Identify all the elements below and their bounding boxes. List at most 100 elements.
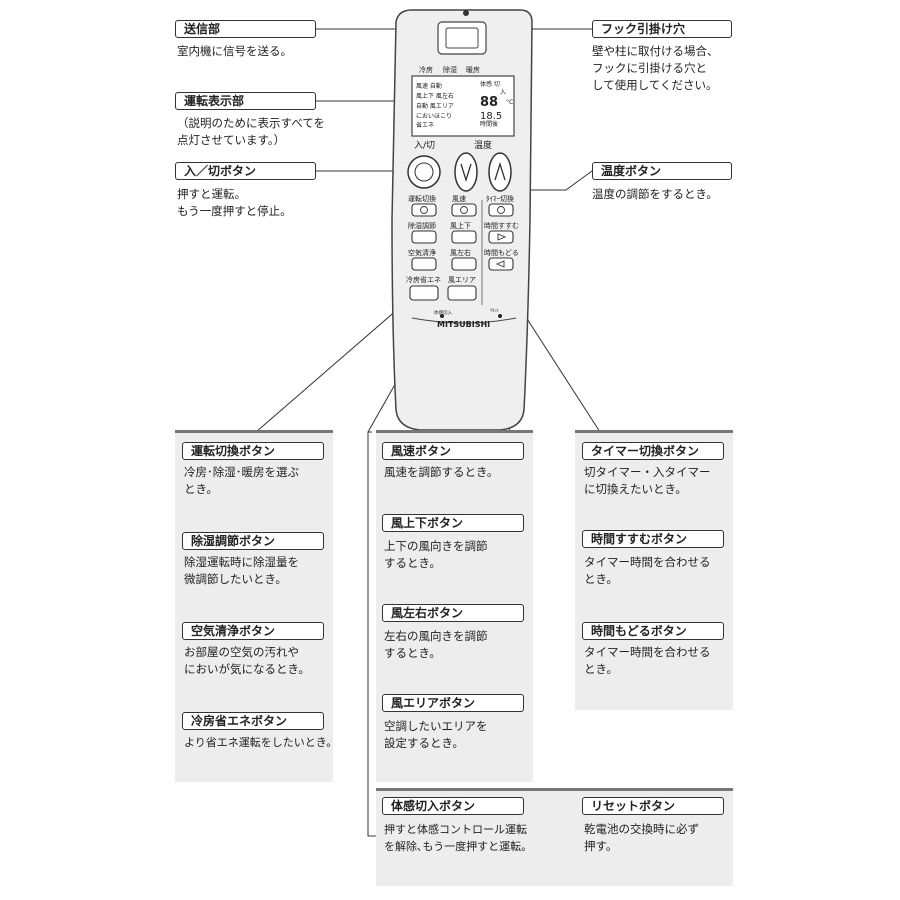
fanspeed-button[interactable] [451, 203, 477, 217]
btn-label-dehumid: 除湿調節 [408, 221, 436, 230]
temp-up-button[interactable] [488, 152, 512, 192]
desc-line: に切換えたいとき。 [584, 482, 687, 496]
desc-fanspeed: 風速を調節するとき。 [384, 464, 498, 481]
leader-sensor-a [367, 431, 378, 837]
label-vane-lr: 風左右ボタン [382, 604, 524, 622]
label-power: 入／切ボタン [175, 162, 316, 180]
btn-label-vane-lr: 風左右 [450, 248, 471, 257]
btn-label-fanspeed: 風速 [452, 195, 466, 203]
label-wind-area: 風エリアボタン [382, 694, 524, 712]
btn-label-timer: ﾀｲﾏｰ切換 [486, 194, 514, 203]
lcd-r3: °C [506, 99, 513, 106]
label-timer-switch: タイマー切換ボタン [582, 442, 724, 460]
lcd-l1: 風速 自動 [416, 82, 442, 90]
label-dehumid: 除湿調節ボタン [182, 532, 324, 550]
desc-power: 押すと運転。 もう一度押すと停止。 [177, 186, 292, 220]
desc-eco-cool: より省エネ運転をしたいとき。 [184, 734, 337, 751]
temp-down-button[interactable] [454, 152, 478, 192]
desc-line: より省エネ運転をしたいとき。 [184, 736, 338, 749]
time-fwd-button[interactable] [488, 230, 514, 244]
btn-label-airclean: 空気清浄 [408, 248, 436, 257]
desc-dehumid: 除湿運転時に除湿量を 微調節したいとき。 [184, 554, 299, 588]
desc-line: 押す。 [584, 839, 618, 853]
label-hook: フック引掛け穴 [592, 20, 732, 38]
vane-ud-button[interactable] [451, 230, 477, 244]
desc-mode-switch: 冷房･除湿･暖房を選ぶ とき。 [184, 464, 299, 498]
desc-line: 除湿運転時に除湿量を [184, 555, 299, 569]
desc-display: （説明のために表示すべてを 点灯させています。） [177, 115, 325, 149]
desc-line: 乾電池の交換時に必ず [584, 822, 699, 836]
desc-line: 微調節したいとき。 [184, 572, 287, 586]
desc-line: お部屋の空気の汚れや [184, 645, 299, 659]
label-fanspeed: 風速ボタン [382, 442, 524, 460]
desc-line: 空調したいエリアを [384, 719, 488, 733]
temp-label: 温度 [474, 139, 492, 151]
label-sensor: 体感切入ボタン [382, 797, 524, 815]
power-button[interactable] [407, 155, 441, 189]
vane-lr-button[interactable] [451, 257, 477, 271]
mode-labels: 冷房 除湿 暖房 [419, 65, 480, 74]
power-button-ring [414, 162, 434, 182]
btn-label-vane-ud: 風上下 [450, 221, 471, 230]
label-airclean: 空気清浄ボタン [182, 622, 324, 640]
lcd-segments: 風速 自動 風上下 風左右 自動 風エリア においほこり 省エネ 体感 切 入 … [416, 80, 513, 129]
desc-temp: 温度の調節をするとき。 [592, 186, 718, 203]
temp-down-icon [460, 163, 472, 183]
label-eco-cool: 冷房省エネボタン [182, 712, 324, 730]
hook-hole-inner [445, 27, 479, 49]
desc-line: 冷房･除湿･暖房を選ぶ [184, 465, 299, 479]
desc-line: 上下の風向きを調節 [384, 539, 488, 553]
desc-line: を解除､もう一度押すと運転。 [384, 840, 533, 853]
lcd-r2: 入 [500, 89, 506, 96]
play-right-icon [497, 233, 507, 241]
btn-label-time-fwd: 時間すすむ [484, 222, 519, 230]
label-display: 運転表示部 [175, 92, 316, 110]
sensor-button[interactable] [440, 314, 444, 318]
eco-cool-button[interactable] [409, 285, 439, 301]
label-vane-ud: 風上下ボタン [382, 514, 524, 532]
desc-vane-ud: 上下の風向きを調節 するとき。 [384, 538, 488, 572]
label-reset: リセットボタン [582, 797, 724, 815]
lcd-r4: 時間後 [480, 120, 498, 128]
label-temp: 温度ボタン [592, 162, 732, 180]
mode-icon [420, 206, 428, 214]
panel-right [575, 430, 733, 710]
hook-hole [437, 21, 487, 55]
desc-line: 切タイマー・入タイマー [584, 465, 711, 479]
desc-line: 温度の調節をするとき。 [592, 187, 718, 201]
desc-line: タイマー時間を合わせる [584, 645, 711, 659]
desc-line: フックに引掛ける穴と [592, 61, 707, 75]
wind-area-button[interactable] [447, 285, 477, 301]
btn-label-eco: 冷房省エネ [406, 275, 441, 284]
desc-line: 風速を調節するとき。 [384, 465, 499, 479]
reset-small-label: ﾘｾｯﾄ [490, 308, 499, 314]
temp-up-icon [494, 161, 506, 181]
desc-line: 設定するとき。 [384, 736, 464, 750]
dehumid-button[interactable] [411, 230, 437, 244]
desc-transmitter: 室内機に信号を送る。 [177, 43, 292, 60]
lcd-time: 18.5 [480, 111, 502, 122]
desc-sensor: 押すと体感コントロール運転 を解除､もう一度押すと運転。 [384, 821, 532, 855]
mode-label-heat: 暖房 [466, 65, 480, 74]
mode-button[interactable] [411, 203, 437, 217]
desc-time-fwd: タイマー時間を合わせる とき。 [584, 554, 711, 588]
desc-line: もう一度押すと停止。 [177, 204, 292, 218]
label-mode-switch: 運転切換ボタン [182, 442, 324, 460]
time-back-button[interactable] [488, 257, 514, 271]
desc-timer-switch: 切タイマー・入タイマー に切換えたいとき。 [584, 464, 711, 498]
btn-label-time-back: 時間もどる [484, 249, 519, 257]
desc-line: するとき。 [384, 646, 441, 660]
timer-switch-button[interactable] [488, 203, 514, 217]
airclean-button[interactable] [411, 257, 437, 271]
desc-line: 室内機に信号を送る。 [177, 44, 292, 58]
desc-vane-lr: 左右の風向きを調節 するとき。 [384, 628, 488, 662]
lcd-r1: 体感 切 [480, 80, 500, 88]
label-time-fwd: 時間すすむボタン [582, 530, 724, 548]
sensor-small-label: 体感切入 [434, 309, 452, 316]
desc-hook: 壁や柱に取付ける場合、 フックに引掛ける穴と して使用してください。 [592, 43, 719, 94]
btn-label-area: 風エリア [448, 276, 476, 284]
desc-line: においが気になるとき。 [184, 662, 310, 676]
desc-line: するとき。 [384, 556, 441, 570]
reset-button[interactable] [498, 314, 502, 318]
desc-line: 点灯させています。） [177, 133, 286, 147]
